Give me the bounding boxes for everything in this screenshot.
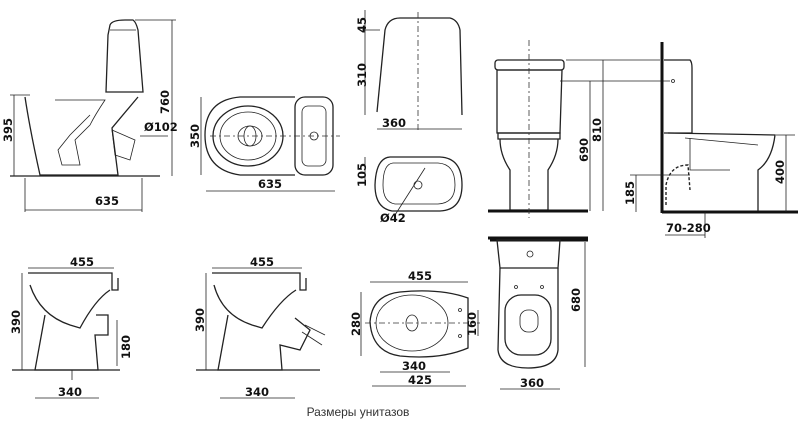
dim-105: 105 [355,163,369,187]
dim-360-compact: 360 [520,376,544,390]
dim-160: 160 [465,312,479,336]
dim-outlet-diameter: Ø102 [144,120,178,134]
dim-455-b1: 455 [70,255,94,269]
bowl-oblique-outlet: 455 390 340 [193,255,326,399]
dim-425: 425 [408,373,432,387]
dim-42: Ø42 [380,211,406,225]
dim-360-tank: 360 [382,116,406,130]
compact-top-view: 680 360 [490,238,588,390]
dim-185: 185 [623,181,637,205]
dim-680: 680 [569,288,583,312]
tank-views: 45 310 360 105 Ø42 [355,10,463,225]
monoblock-top-view: 350 635 [188,96,340,192]
dim-810: 810 [590,118,604,142]
dim-340-b2: 340 [245,385,269,399]
caption: Размеры унитазов [307,405,410,419]
monoblock-side-view: 760 395 Ø102 635 [1,19,178,212]
dim-390-b1: 390 [9,310,23,334]
dim-760: 760 [158,90,172,114]
dim-350: 350 [188,124,202,148]
bowl-horizontal-outlet: 455 390 180 340 [9,255,133,399]
compact-front-view: 690 810 [488,40,670,240]
dim-180: 180 [119,335,133,359]
dim-280: 280 [349,312,363,336]
dim-340-b3: 340 [402,359,426,373]
dim-395: 395 [1,118,15,142]
dim-45: 45 [355,17,369,33]
dim-390-b2: 390 [193,308,207,332]
dim-690: 690 [577,138,591,162]
dim-635-top: 635 [258,177,282,191]
dim-455-b3: 455 [408,269,432,283]
dim-70-280: 70-280 [666,221,711,235]
bowl-top-view: 455 280 160 340 425 [349,269,480,387]
dim-635-side: 635 [95,194,119,208]
dim-400: 400 [773,160,787,184]
dim-455-b2: 455 [250,255,274,269]
dim-340-b1: 340 [58,385,82,399]
compact-side-view: 185 70-280 400 [623,42,798,238]
dim-310: 310 [355,63,369,87]
